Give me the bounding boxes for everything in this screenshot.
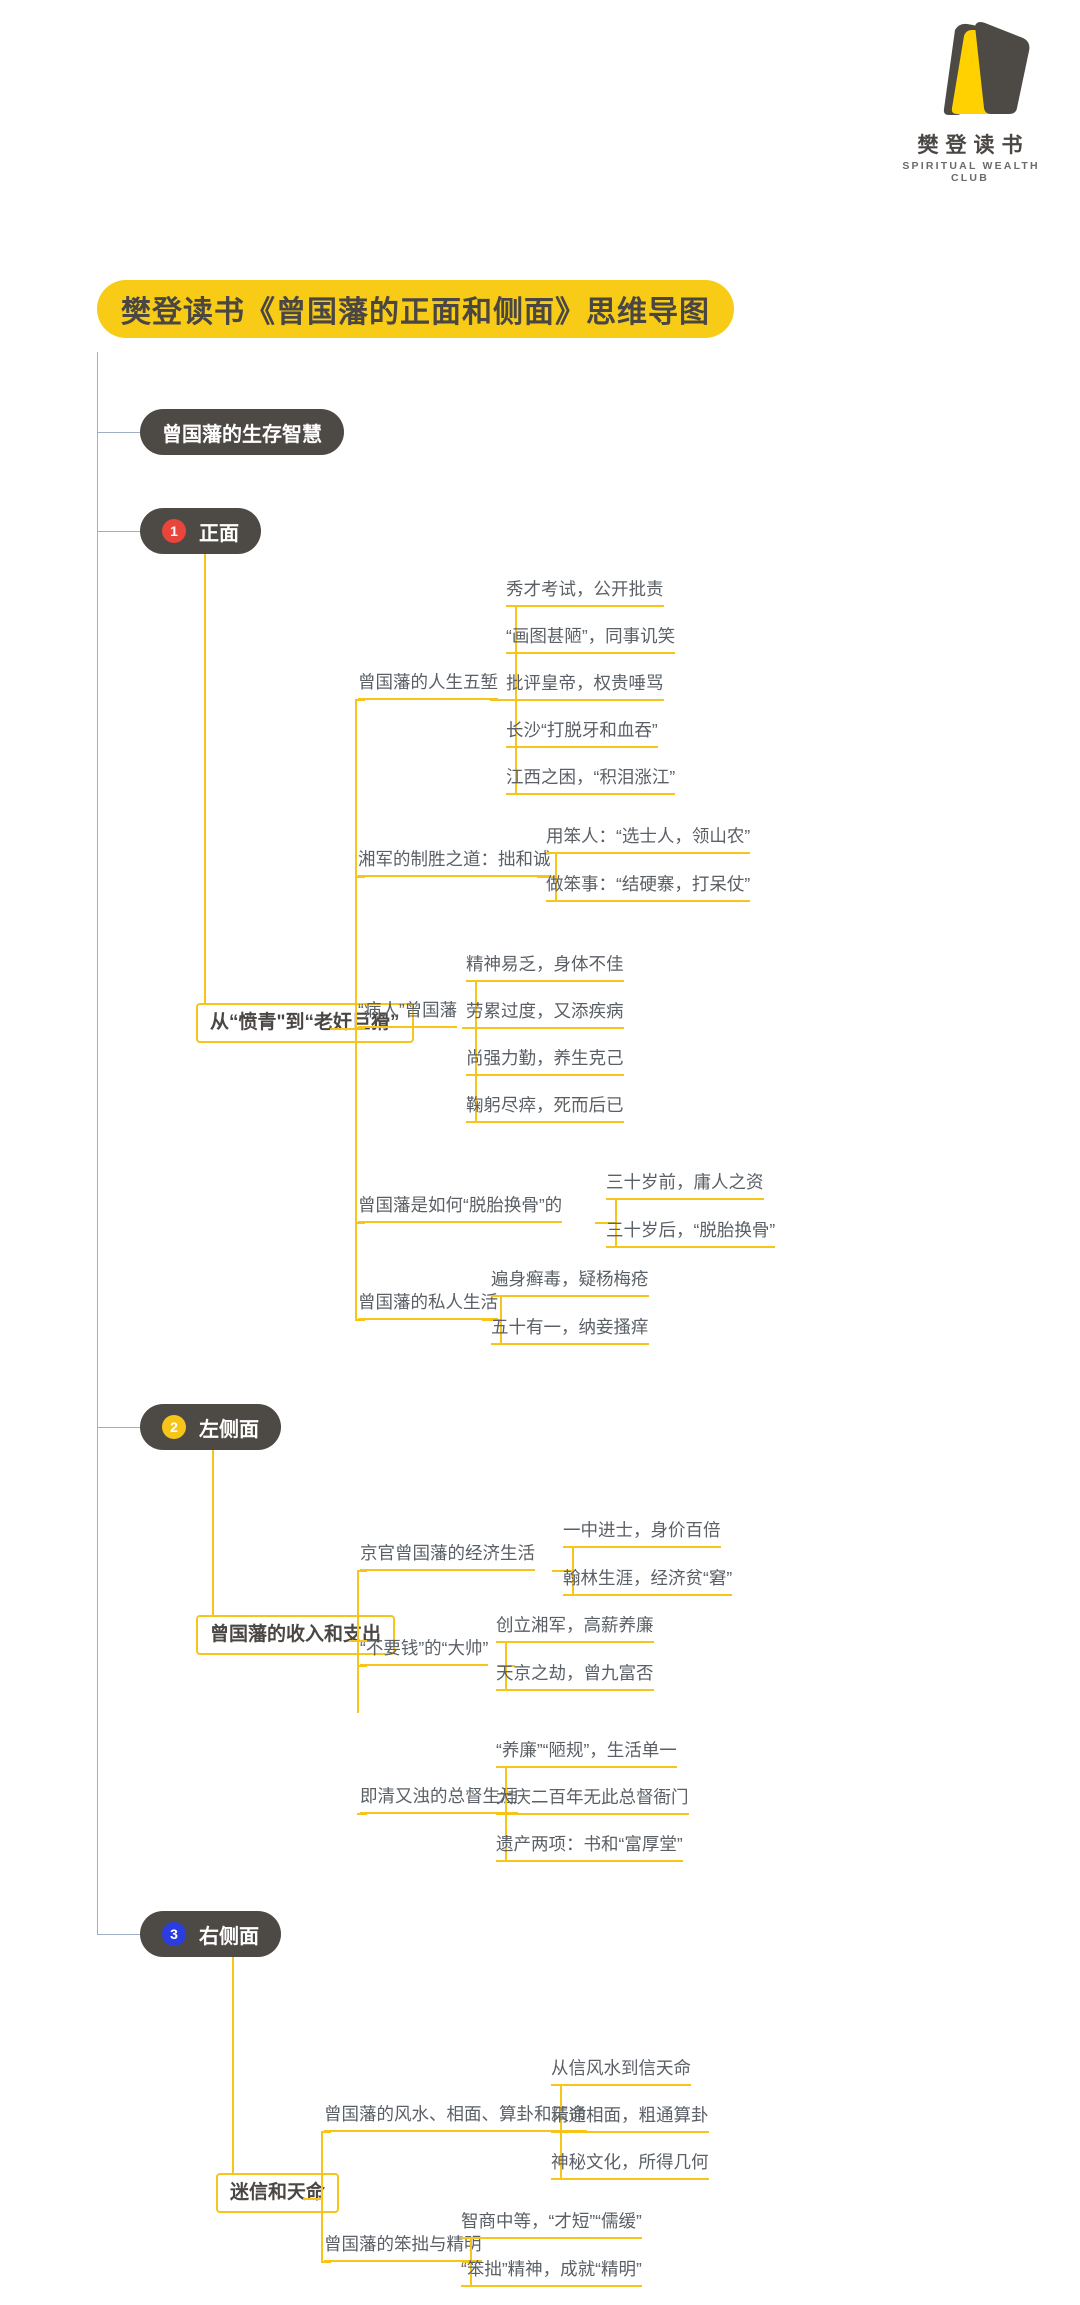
leaf-node-1-1-1-3[interactable]: 批评皇帝，权贵唾骂 <box>506 672 664 701</box>
leaf-node-2-1-2-1[interactable]: 创立湘军，高薪养廉 <box>496 1614 654 1643</box>
leaf-node-3-1-1-1[interactable]: 从信风水到信天命 <box>551 2057 691 2086</box>
root-node-label: 曾国藩的生存智慧 <box>162 423 322 446</box>
topic-2-1-out <box>349 1640 370 1642</box>
leaf-node-1-1-4-2[interactable]: 三十岁后，“脱胎换骨” <box>606 1219 776 1248</box>
leaf-node-2-1-2-2[interactable]: 天京之劫，曾九富否 <box>496 1662 654 1691</box>
group-node-2-1-2[interactable]: “不要钱”的“大帅” <box>360 1637 489 1666</box>
topic-3-1-out <box>303 2198 321 2200</box>
leaf-node-2-1-3-3[interactable]: 遗产两项：书和“富厚堂” <box>496 1833 683 1862</box>
spine-vertical <box>97 352 98 1934</box>
group-3-1-2-link <box>321 2261 331 2263</box>
leaf-node-1-1-4-1[interactable]: 三十岁前，庸人之资 <box>606 1171 764 1200</box>
section-node-3[interactable]: 3 右侧面 <box>140 1911 281 1957</box>
leaf-node-1-1-3-4[interactable]: 鞠躬尽瘁，死而后已 <box>466 1094 624 1123</box>
leaf-node-1-1-1-4[interactable]: 长沙“打脱牙和血吞” <box>506 719 658 748</box>
topic-3-1-bus <box>321 2131 323 2261</box>
leaf-node-1-1-5-2[interactable]: 五十有一，纳妾搔痒 <box>491 1316 649 1345</box>
topic-1-1-bus <box>355 699 357 1319</box>
page-title: 樊登读书《曾国藩的正面和侧面》思维导图 <box>97 280 734 338</box>
leaf-node-1-1-2-2[interactable]: 做笨事：“结硬寨，打呆仗” <box>546 873 751 902</box>
group-3-1-1-link <box>321 2131 331 2133</box>
leaf-node-2-1-1-1[interactable]: 一中进士，身价百倍 <box>563 1519 721 1548</box>
group-2-1-1-link <box>357 1570 367 1572</box>
group-node-2-1-1[interactable]: 京官曾国藩的经济生活 <box>360 1542 535 1571</box>
section-node-2[interactable]: 2 左侧面 <box>140 1404 281 1450</box>
group-1-1-2-out <box>537 876 555 878</box>
leaf-node-1-1-2-1[interactable]: 用笨人：“选士人，领山农” <box>546 825 751 854</box>
root-connector <box>97 432 140 433</box>
group-1-1-5-link <box>355 1319 365 1321</box>
section-label-3: 右侧面 <box>199 1925 259 1948</box>
leaf-node-2-1-1-2[interactable]: 翰林生涯，经济贫“窘” <box>563 1567 733 1596</box>
group-2-1-2-link <box>357 1665 367 1667</box>
leaf-node-1-1-5-1[interactable]: 遍身癣毒，疑杨梅疮 <box>491 1268 649 1297</box>
leaf-node-1-1-3-2[interactable]: 劳累过度，又添疾病 <box>466 1000 624 1029</box>
group-1-1-4-link <box>355 1222 365 1224</box>
brand-name-cn: 樊登读书 <box>917 134 1030 157</box>
group-node-1-1-4[interactable]: 曾国藩是如何“脱胎换骨”的 <box>358 1194 563 1223</box>
section-3-stem <box>232 1957 234 2198</box>
topic-node-3-1[interactable]: 迷信和天命 <box>216 2173 340 2213</box>
section-badge-2: 2 <box>162 1415 186 1439</box>
topic-2-1-bus <box>357 1570 359 1713</box>
group-1-1-2-bus <box>555 852 557 900</box>
group-2-1-2-bus <box>505 1641 507 1689</box>
leaf-node-1-1-1-1[interactable]: 秀才考试，公开批责 <box>506 578 664 607</box>
section-label-1: 正面 <box>199 522 239 545</box>
leaf-node-1-1-1-5[interactable]: 江西之困，“积泪涨江” <box>506 766 676 795</box>
topic-node-1-1[interactable]: 从“愤青"到“老奸巨猾” <box>196 1003 414 1043</box>
section-connector-1 <box>97 531 140 532</box>
leaf-node-3-1-1-2[interactable]: 精通相面，粗通算卦 <box>551 2104 709 2133</box>
brand-logo: 樊登读书 SPIRITUAL WEALTH CLUB <box>880 18 1060 184</box>
section-connector-2 <box>97 1427 140 1428</box>
group-node-1-1-1[interactable]: 曾国藩的人生五堑 <box>358 671 498 700</box>
group-1-1-1-out <box>490 699 515 701</box>
root-node[interactable]: 曾国藩的生存智慧 <box>140 409 344 455</box>
leaf-node-1-1-1-2[interactable]: “画图甚陋”，同事讥笑 <box>506 625 676 654</box>
group-1-1-4-out <box>595 1222 615 1224</box>
section-connector-3 <box>97 1934 140 1935</box>
leaf-node-2-1-3-1[interactable]: “养廉”“陋规”，生活单一 <box>496 1739 677 1768</box>
section-badge-1: 1 <box>162 519 186 543</box>
section-1-stem <box>204 554 206 1028</box>
group-node-1-1-5[interactable]: 曾国藩的私人生活 <box>358 1291 498 1320</box>
leaf-node-3-1-1-3[interactable]: 神秘文化，所得几何 <box>551 2151 709 2180</box>
leaf-node-2-1-3-2[interactable]: 大庆二百年无此总督衙门 <box>496 1786 689 1815</box>
group-2-1-1-out <box>552 1570 572 1572</box>
group-1-1-3-bus <box>475 980 477 1121</box>
group-node-3-1-1[interactable]: 曾国藩的风水、相面、算卦和天命 <box>324 2103 587 2132</box>
leaf-node-1-1-3-1[interactable]: 精神易乏，身体不佳 <box>466 953 624 982</box>
group-1-1-3-link <box>355 1027 365 1029</box>
leaf-node-3-1-2-1[interactable]: 智商中等，“才短”“儒缓” <box>461 2210 642 2239</box>
group-2-1-3-link <box>357 1813 367 1815</box>
group-node-2-1-3[interactable]: 即清又浊的总督生涯 <box>360 1785 518 1814</box>
topic-1-1-out <box>330 1028 355 1030</box>
group-1-1-2-link <box>355 876 365 878</box>
group-1-1-4-bus <box>615 1198 617 1246</box>
leaf-node-3-1-2-2[interactable]: “笨拙”精神，成就“精明” <box>461 2258 642 2287</box>
open-book-logo-icon <box>905 18 1035 128</box>
group-node-3-1-2[interactable]: 曾国藩的笨拙与精明 <box>324 2233 482 2262</box>
leaf-node-1-1-3-3[interactable]: 尚强力勤，养生克己 <box>466 1047 624 1076</box>
group-2-1-1-bus <box>572 1546 574 1594</box>
section-2-stem <box>212 1450 214 1640</box>
topic-node-2-1[interactable]: 曾国藩的收入和支出 <box>196 1615 396 1655</box>
section-node-1[interactable]: 1 正面 <box>140 508 261 554</box>
section-label-2: 左侧面 <box>199 1418 259 1441</box>
group-1-1-1-link <box>355 699 365 701</box>
group-node-1-1-2[interactable]: 湘军的制胜之道：拙和诚 <box>358 848 551 877</box>
group-3-1-2-bus <box>470 2237 472 2285</box>
group-node-1-1-3[interactable]: “病人”曾国藩 <box>358 999 458 1028</box>
brand-name-en: SPIRITUAL WEALTH CLUB <box>902 160 1040 185</box>
group-1-1-5-bus <box>500 1295 502 1343</box>
section-badge-3: 3 <box>162 1922 186 1946</box>
group-1-1-5-out <box>482 1319 500 1321</box>
